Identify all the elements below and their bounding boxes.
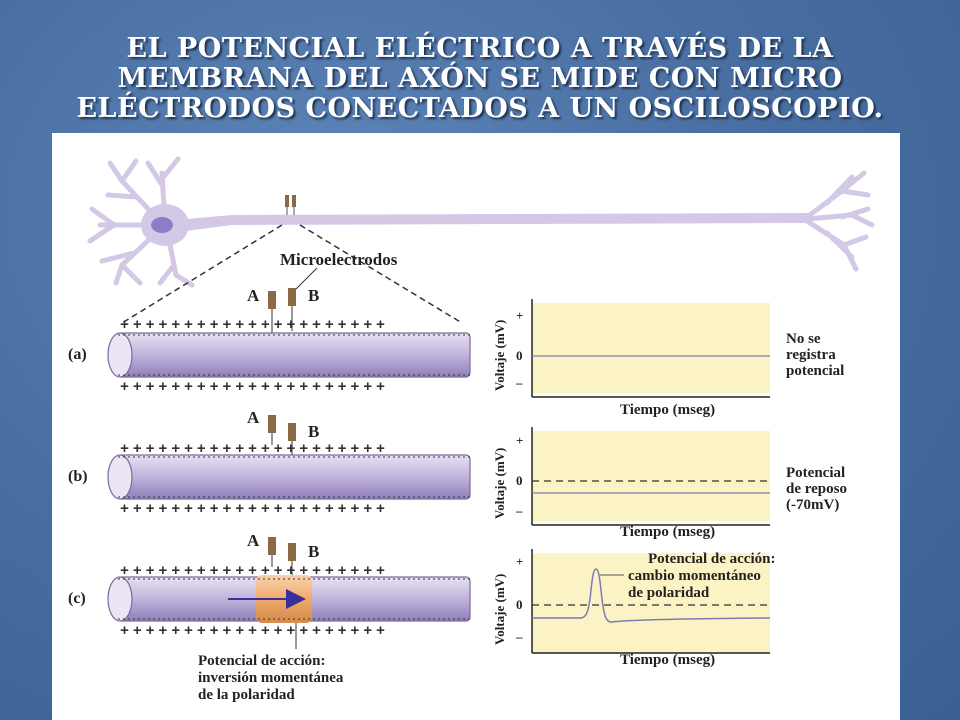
graph-x-label: Tiempo (mseg): [620, 652, 715, 668]
graph-y-label: Voltaje (mV): [492, 448, 507, 519]
caption-line-3: potencial: [786, 363, 844, 379]
ap-caption-line-3: de la polaridad: [198, 687, 295, 703]
panel-label: (b): [68, 468, 88, 485]
panel-label: (c): [68, 590, 86, 607]
tick-zero: 0: [516, 597, 523, 612]
tick-plus: +: [516, 554, 523, 569]
caption-line-2: de reposo: [786, 481, 847, 497]
figure-canvas: Microelectrodos A B ++++++++++++++++++++…: [68, 156, 875, 703]
graph-y-label: Voltaje (mV): [492, 574, 507, 645]
electrode-b: [288, 288, 296, 306]
action-potential-trace: [532, 568, 771, 623]
caption-line-2: registra: [786, 347, 836, 363]
charges-outside-bottom: +++++++++++++++++++++: [120, 379, 389, 396]
ap-caption-line-1: Potencial de acción:: [198, 653, 325, 669]
charges-outside-top: +++++++++++++++++++++: [120, 441, 389, 458]
tick-minus: –: [515, 629, 523, 644]
electrode-a-label: A: [247, 286, 260, 305]
slide-title: El potencial eléctrico a través de la me…: [40, 34, 920, 124]
graph-y-label: Voltaje (mV): [492, 320, 507, 391]
axon-terminals: [804, 170, 875, 272]
caption-line-3: (-70mV): [786, 497, 839, 513]
tick-minus: –: [515, 375, 523, 390]
ap-caption-line-2: inversión momentánea: [198, 670, 344, 686]
electrode-a-label: A: [247, 531, 260, 550]
tick-zero: 0: [516, 473, 523, 488]
tick-plus: +: [516, 433, 523, 448]
tick-minus: –: [515, 503, 523, 518]
electrode-a-label: A: [247, 408, 260, 427]
tick-zero: 0: [516, 348, 523, 363]
tick-plus: +: [516, 308, 523, 323]
neuron-axon: [186, 213, 812, 231]
title-line-2: membrana del axón se mide con micro: [117, 63, 843, 94]
microelectrodes-pointer: [293, 267, 318, 292]
electrode-a: [268, 415, 276, 433]
panel-label: (a): [68, 346, 87, 363]
graph-background: [532, 431, 770, 521]
graph-background: [532, 553, 770, 653]
electrode-b-label: B: [308, 542, 319, 561]
electrode-b: [288, 543, 296, 561]
graph-background: [532, 303, 770, 393]
zoom-line-left: [121, 224, 283, 324]
axon-segment: [117, 332, 471, 378]
panel-b: A B +++++++++++++++++++++ ++++++++++++++…: [68, 408, 847, 540]
electrode-b-label: B: [308, 286, 319, 305]
dendrites-left: [87, 156, 195, 288]
graph-x-label: Tiempo (mseg): [620, 524, 715, 540]
panel-a: A B +++++++++++++++++++++ ++++++++++++++…: [68, 286, 844, 418]
nucleus-icon: [151, 217, 173, 233]
charges-outside-top: +++++++++++++++++++++: [120, 563, 389, 580]
charges-outside-bottom: +++++++++++++++++++++: [120, 623, 389, 640]
graph-x-label: Tiempo (mseg): [620, 402, 715, 418]
charges-outside-bottom: +++++++++++++++++++++: [120, 501, 389, 518]
caption-line-1: No se: [786, 331, 821, 347]
caption-line-1: Potencial: [786, 465, 845, 481]
electrode-a: [268, 537, 276, 555]
electrode-a: [268, 291, 276, 309]
zoom-line-right: [299, 224, 463, 324]
caption-line-3: de polaridad: [628, 585, 710, 601]
electrode-pair-small: [285, 195, 296, 215]
axon-potential-figure: Microelectrodos A B ++++++++++++++++++++…: [52, 133, 900, 720]
title-line-3: eléctrodos conectados a un osciloscopio.: [76, 93, 884, 124]
microelectrodes-label: Microelectrodos: [280, 250, 398, 269]
caption-line-1: Potencial de acción:: [648, 551, 775, 567]
charges-outside-top: +++++++++++++++++++++: [120, 317, 389, 334]
caption-line-2: cambio momentáneo: [628, 568, 761, 584]
axon-segment: [117, 454, 471, 500]
panel-c: A B +++++++++++++++++++++ ++++++++++++++…: [68, 531, 775, 703]
neuron-illustration: [87, 156, 875, 288]
electrode-b-label: B: [308, 422, 319, 441]
title-line-1: El potencial eléctrico a través de la: [126, 33, 834, 64]
electrode-b: [288, 423, 296, 441]
